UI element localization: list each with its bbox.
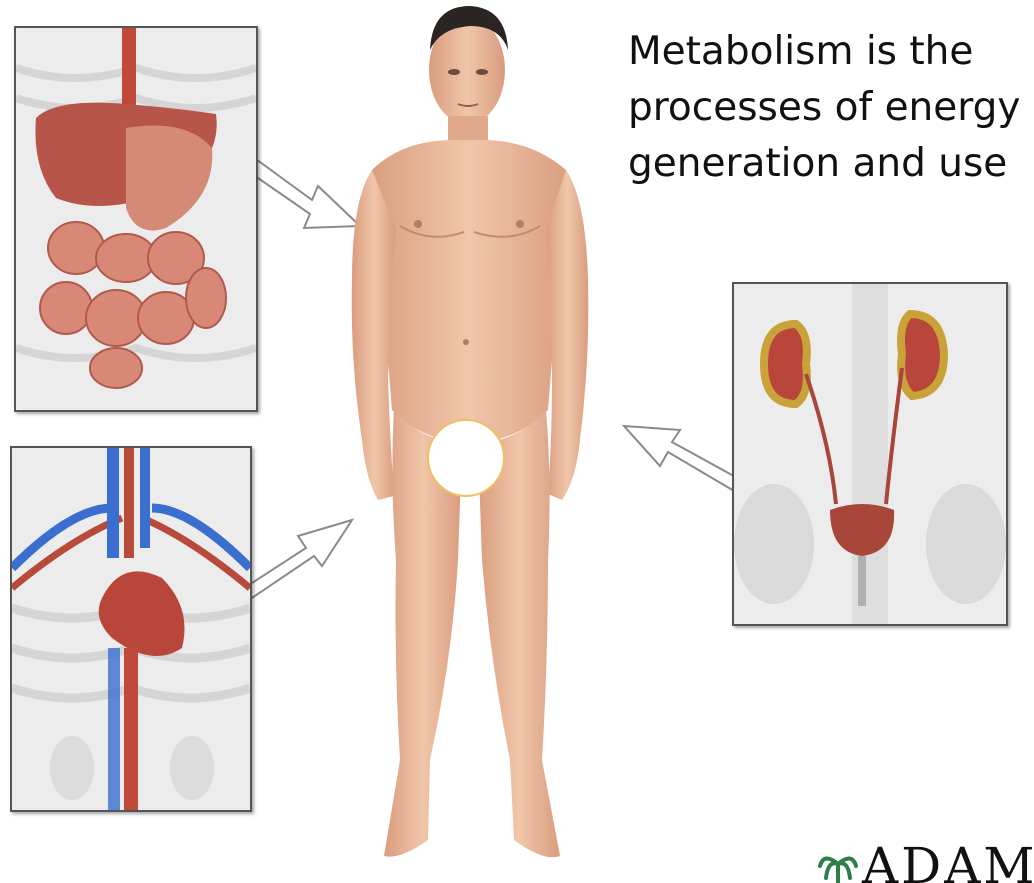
- adam-logo: ADAM: [818, 836, 1034, 883]
- human-body: [352, 6, 589, 857]
- caption-line-3: generation and use: [628, 136, 1028, 192]
- heart-vessels-illustration: [12, 448, 250, 810]
- circulatory-system-panel: [10, 446, 252, 812]
- metabolism-caption: Metabolism is the processes of energy ge…: [628, 24, 1028, 192]
- logo-text: ADAM: [862, 836, 1034, 883]
- palm-leaf-icon: [818, 850, 858, 883]
- caption-line-2: processes of energy: [628, 80, 1028, 136]
- urinary-system-panel: [732, 282, 1008, 626]
- kidneys-bladder-illustration: [734, 284, 1006, 624]
- digestive-system-panel: [14, 26, 258, 412]
- digestive-organs-illustration: [16, 28, 256, 410]
- censor-circle: [428, 420, 504, 496]
- caption-line-1: Metabolism is the: [628, 24, 1028, 80]
